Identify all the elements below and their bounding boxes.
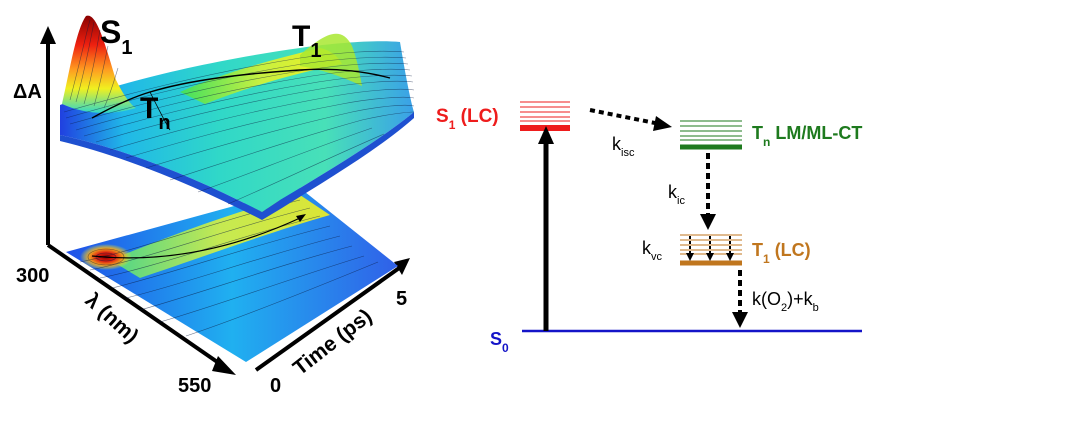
wavelength-axis bbox=[46, 243, 228, 370]
absorbance-axis-arrowhead bbox=[40, 26, 56, 44]
surface-s1-peak bbox=[62, 15, 136, 113]
k-ic-label: kic bbox=[668, 182, 685, 207]
isc-arrowhead bbox=[653, 116, 672, 131]
wavelength-end-label: 550 bbox=[178, 375, 211, 397]
wavelength-axis-label: λ (nm) bbox=[81, 289, 143, 348]
time-axis-arrowhead bbox=[394, 258, 410, 275]
surface-sheet bbox=[60, 41, 414, 212]
time-axis bbox=[254, 264, 404, 372]
time-start-label: 0 bbox=[270, 375, 281, 397]
projection-plane bbox=[66, 188, 398, 362]
k-vc-label: kvc bbox=[642, 238, 663, 263]
s1-label: S1 (LC) bbox=[436, 106, 499, 132]
wavelength-start-label: 300 bbox=[16, 265, 49, 287]
excitation-arrowhead bbox=[538, 126, 554, 144]
projection-trace-arrowhead bbox=[296, 214, 306, 222]
surface-contours bbox=[63, 19, 415, 205]
surface-tn-contour bbox=[149, 91, 171, 131]
vibrational-cooling-arrows bbox=[686, 236, 734, 261]
s0-label: S0 bbox=[490, 329, 509, 355]
surface-front-edge bbox=[60, 112, 414, 220]
k-isc-label: kisc bbox=[612, 134, 635, 159]
energy-diagram: S0 S1 (LC) kisc Tn LM/ML-CT bbox=[436, 101, 862, 355]
tn-levels bbox=[680, 120, 742, 150]
time-end-label: 5 bbox=[396, 288, 407, 310]
absorbance-axis-label: ΔA bbox=[13, 81, 42, 103]
surface-trace bbox=[91, 68, 391, 119]
tn-label: Tn LM/ML-CT bbox=[752, 123, 862, 149]
s1-levels bbox=[520, 101, 570, 131]
wavelength-axis-arrowhead bbox=[212, 356, 236, 375]
projection-ridge bbox=[110, 195, 330, 278]
s1-peak-label: S1 bbox=[100, 14, 132, 59]
surface-plot: ΔA S1 Tn T1 300 550 λ (nm) 0 5 Time (ps) bbox=[13, 14, 415, 397]
isc-arrow bbox=[589, 108, 661, 126]
k-decay-label: k(O2)+kb bbox=[752, 289, 819, 314]
ic-arrowhead bbox=[700, 214, 716, 230]
t1-peak-label: T1 bbox=[292, 20, 321, 62]
tn-peak-label: Tn bbox=[140, 92, 171, 134]
t1-label: T1 (LC) bbox=[752, 240, 811, 266]
projection-trace bbox=[91, 217, 301, 259]
decay-arrowhead bbox=[732, 312, 748, 328]
